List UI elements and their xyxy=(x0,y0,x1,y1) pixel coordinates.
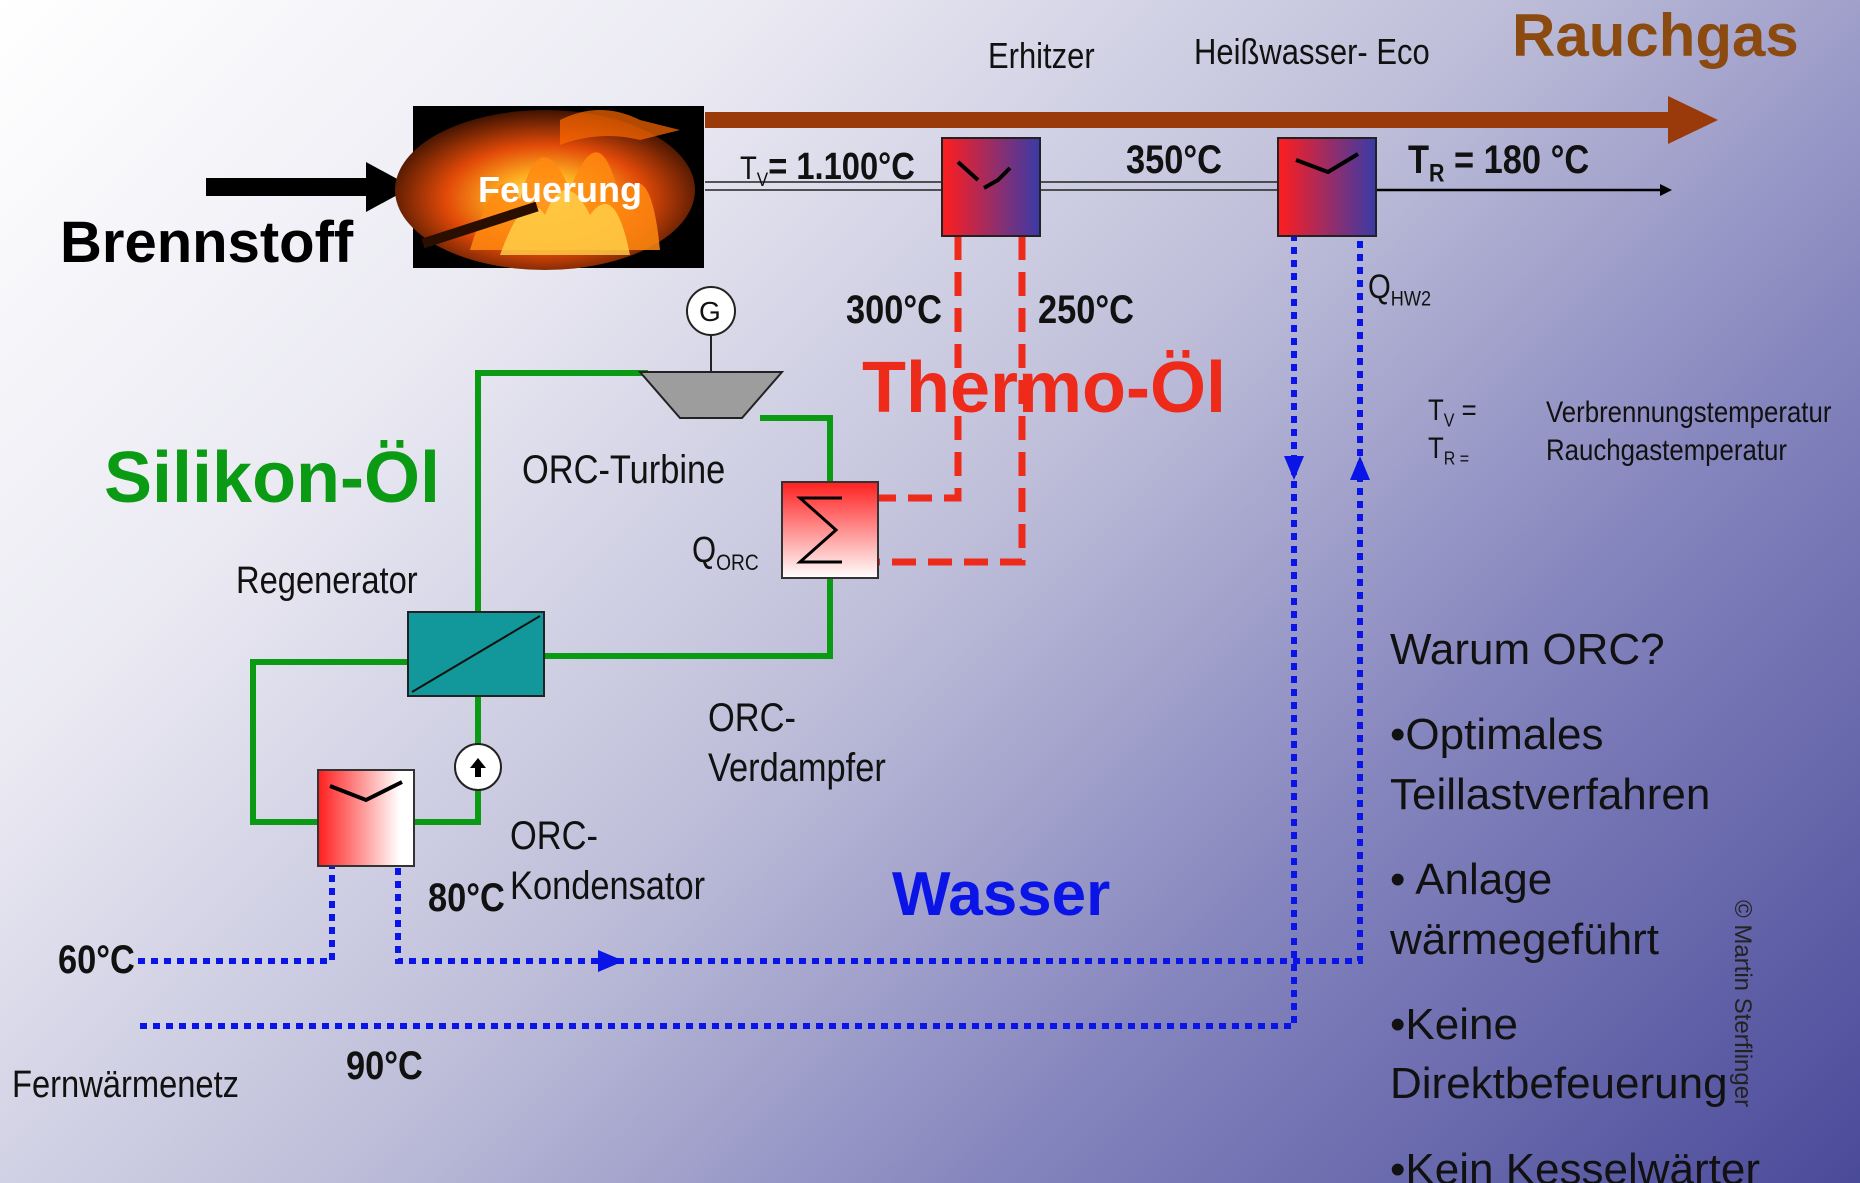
tv-value: = 1.100°C xyxy=(768,146,915,188)
legend-tv-sub: V xyxy=(1443,409,1455,431)
heisswasser-eco-label: Heißwasser- Eco xyxy=(1194,31,1430,72)
thermo-oel-label: Thermo-Öl xyxy=(862,348,1227,428)
t300-label: 300°C xyxy=(846,288,942,332)
tv-sub: V xyxy=(756,168,769,191)
legend-tv-symbol: TV = xyxy=(1428,396,1477,430)
rauchgas-arrow xyxy=(705,96,1718,144)
feuerung-label: Feuerung xyxy=(478,169,643,210)
thermo-oel-loop xyxy=(877,236,1026,566)
qhw2-prefix: Q xyxy=(1368,268,1391,306)
orc-verdampfer-label-2: Verdampfer xyxy=(708,746,886,790)
erhitzer-label: Erhitzer xyxy=(988,35,1095,76)
qorc-label: QORC xyxy=(692,532,759,574)
t80-label: 80°C xyxy=(428,876,505,920)
orc-verdampfer-label-1: ORC- xyxy=(708,696,796,740)
t60-label: 60°C xyxy=(58,938,135,982)
orc-kondensator-label-1: ORC- xyxy=(510,814,598,858)
rauchgas-label: Rauchgas xyxy=(1512,2,1799,69)
t350-label: 350°C xyxy=(1126,138,1222,182)
wasser-arrowheads xyxy=(598,456,1370,972)
flue-gas-line xyxy=(705,181,1672,196)
regenerator-label: Regenerator xyxy=(236,560,418,602)
regenerator xyxy=(407,611,545,697)
t90-label: 90°C xyxy=(346,1044,423,1088)
tr-label: TR = 180 °C xyxy=(1408,140,1589,187)
pump xyxy=(454,743,502,791)
warum-orc-title: Warum ORC? xyxy=(1390,625,1665,674)
tv-prefix: T xyxy=(740,150,757,186)
tr-value: = 180 °C xyxy=(1444,138,1590,182)
generator-label: G xyxy=(699,296,721,327)
heisswasser-eco-exchanger xyxy=(1277,137,1377,237)
legend-tv-desc: Verbrennungstemperatur xyxy=(1546,396,1832,429)
legend-tv-eq: = xyxy=(1454,394,1477,427)
tr-prefix: T xyxy=(1408,138,1430,182)
tv-label: TV= 1.100°C xyxy=(740,148,915,191)
orc-turbine-shape xyxy=(637,334,785,419)
bullet-kesselwaerter: •Kein Kesselwärter xyxy=(1390,1144,1761,1183)
erhitzer-exchanger xyxy=(941,137,1041,237)
copyright-label: © Martin Sterflinger xyxy=(1729,900,1756,1108)
orc-verdampfer-exchanger xyxy=(781,481,879,579)
orc-kondensator-label-2: Kondensator xyxy=(510,864,706,908)
orc-kondensator-exchanger xyxy=(317,769,415,867)
wasser-label: Wasser xyxy=(892,860,1111,929)
legend-tv-prefix: T xyxy=(1428,394,1444,427)
silikon-oel-loop xyxy=(250,370,833,825)
generator xyxy=(686,286,736,336)
feuerung-box xyxy=(395,106,704,270)
silikon-oel-label: Silikon-Öl xyxy=(104,438,441,518)
legend-tr-symbol: TR = xyxy=(1428,434,1469,468)
qorc-prefix: Q xyxy=(692,529,717,570)
brennstoff-arrow xyxy=(206,162,412,212)
qhw2-label: QHW2 xyxy=(1368,270,1431,309)
legend-tr-prefix: T xyxy=(1428,432,1444,465)
t250-label: 250°C xyxy=(1038,288,1134,332)
qorc-sub: ORC xyxy=(716,549,759,575)
tr-sub: R xyxy=(1429,160,1445,188)
legend-tr-sub: R = xyxy=(1443,447,1470,469)
legend-tr-desc: Rauchgastemperatur xyxy=(1546,434,1787,467)
orc-turbine-label: ORC-Turbine xyxy=(522,448,726,492)
qhw2-sub: HW2 xyxy=(1390,287,1432,311)
wasser-lines xyxy=(134,208,1363,1029)
brennstoff-label: Brennstoff xyxy=(60,210,354,275)
fernwaermenetz-label: Fernwärmenetz xyxy=(12,1064,240,1106)
